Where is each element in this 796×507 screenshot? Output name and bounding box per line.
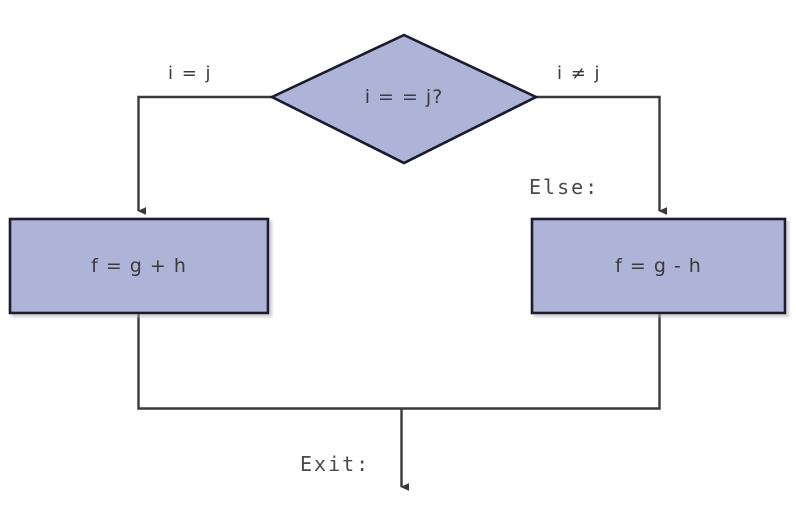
edge-label-false-branch: i ≠ j: [557, 63, 602, 84]
process-node-else: [530, 217, 787, 315]
edge-label-true-branch: i = j: [168, 63, 213, 84]
edge-true-branch: [137, 95, 272, 215]
edge-then-to-merge: [137, 313, 401, 410]
decision-node-condition: [269, 33, 539, 165]
edge-else-to-merge: [401, 313, 661, 410]
edge-false-branch: [536, 95, 668, 215]
process-node-then: [8, 217, 270, 315]
else-marker-label: Else:: [529, 175, 600, 199]
exit-marker-label: Exit:: [300, 452, 371, 476]
